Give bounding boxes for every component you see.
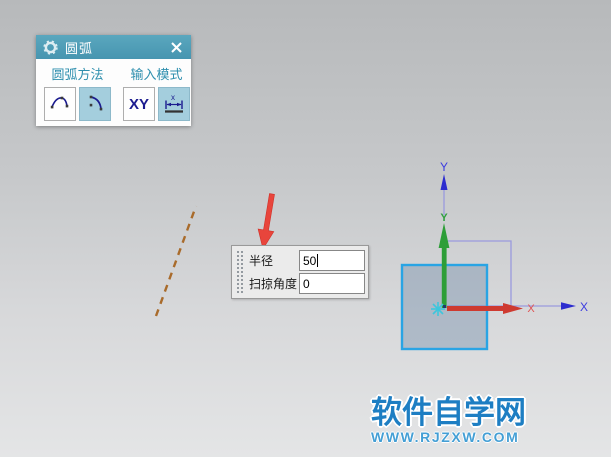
radius-label: 半径 (249, 254, 274, 268)
datum-x-axis-label: X (580, 300, 588, 314)
sweep-angle-input[interactable]: 0 (299, 273, 365, 294)
close-icon[interactable] (168, 39, 184, 55)
arc-dialog-titlebar[interactable]: 圆弧 (36, 35, 191, 59)
arc-center-radius-button[interactable] (79, 87, 111, 121)
datum-y-arrowhead-icon (440, 174, 448, 190)
sweep-angle-row: 扫掠角度 0 (244, 273, 365, 294)
sweep-angle-value: 0 (303, 276, 310, 291)
sweep-angle-label: 扫掠角度 (249, 277, 298, 291)
arc-method-group: 圆弧方法 (44, 63, 111, 121)
radius-input[interactable]: 50 (299, 250, 365, 271)
input-mode-group: 输入模式 XY x (123, 63, 190, 121)
arc-dialog: 圆弧 圆弧方法 (36, 35, 191, 126)
radius-dimension-mode-button[interactable]: x (158, 87, 190, 121)
datum-rect-path (445, 240, 512, 306)
input-mode-label: 输入模式 (130, 67, 183, 82)
radius-value: 50 (303, 253, 317, 268)
wcs-x-axis-label: X (527, 303, 535, 315)
arc-method-label: 圆弧方法 (51, 67, 104, 82)
datum-x-arrowhead-icon (561, 302, 576, 310)
gear-icon[interactable] (43, 39, 58, 55)
wcs-y-arrow-shaft[interactable] (441, 246, 447, 308)
origin-point (443, 305, 446, 308)
watermark-title: 软件自学网 (371, 395, 526, 430)
arc-center-radius-icon (89, 95, 103, 111)
wcs-triad: Y X (438, 212, 535, 315)
origin-marker-icon[interactable] (431, 302, 445, 316)
wcs-y-arrowhead-icon[interactable] (438, 223, 450, 248)
datum-y-axis-label: Y (440, 160, 448, 174)
dimension-input-panel: 半径 50 扫掠角度 0 (231, 245, 369, 299)
radius-row: 半径 50 (244, 250, 365, 271)
annotation-arrow-icon (257, 193, 275, 250)
wcs-x-arrowhead-icon[interactable] (503, 303, 523, 314)
panel-drag-handle[interactable] (235, 249, 243, 295)
dashed-construction-line[interactable] (154, 205, 198, 317)
wcs-y-axis-label: Y (440, 212, 448, 224)
three-point-arc-icon (50, 96, 69, 109)
xy-coordinate-mode-button[interactable]: XY (123, 87, 155, 121)
dimension-input-icon: x (165, 93, 183, 113)
arc-dialog-body: 圆弧方法 (36, 59, 191, 126)
dialog-title: 圆弧 (65, 40, 94, 56)
wcs-x-arrow-shaft[interactable] (447, 306, 504, 311)
text-caret (317, 254, 319, 267)
svg-text:x: x (171, 93, 175, 102)
watermark: 软件自学网 WWW.RJZXW.COM (371, 397, 526, 444)
three-point-arc-button[interactable] (44, 87, 76, 121)
xy-mode-label: XY (128, 95, 149, 113)
watermark-url: WWW.RJZXW.COM (371, 429, 520, 445)
